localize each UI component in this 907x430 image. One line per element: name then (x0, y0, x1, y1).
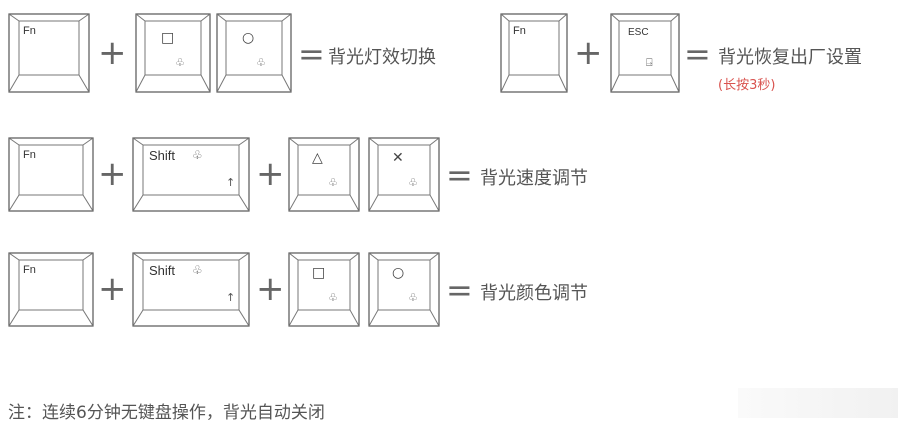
description: 背光速度调节 (480, 168, 588, 189)
key-esc: ESC ⍈ (610, 13, 680, 93)
backlight-icon: ♧ (328, 291, 338, 304)
plus-sign: + (256, 269, 285, 309)
faded-block (738, 388, 898, 418)
key-square: □ ♧ (288, 252, 360, 327)
backlight-icon: ♧ (328, 176, 338, 189)
footnote: 注：连续6分钟无键盘操作，背光自动关闭 (8, 403, 325, 423)
key-fn: Fn (500, 13, 568, 93)
key-circle: ○ ♧ (368, 252, 440, 327)
key-fn: Fn (8, 13, 90, 93)
backlight-icon: ♧ (256, 56, 266, 69)
square-icon: □ (161, 30, 175, 46)
up-arrow-icon: ↑ (226, 291, 236, 304)
key-square: □ ♧ (135, 13, 211, 93)
equals-sign: = (446, 271, 473, 309)
reset-icon: ⍈ (646, 56, 653, 69)
cross-icon: ✕ (392, 150, 404, 166)
key-label: Shift (149, 148, 176, 163)
up-arrow-icon: ↑ (226, 176, 236, 189)
key-label: Shift (149, 263, 176, 278)
key-label: Fn (513, 25, 526, 37)
backlight-icon: ♧ (408, 176, 418, 189)
triangle-icon: △ (312, 150, 323, 166)
description: 背光灯效切换 (328, 47, 436, 68)
plus-sign: + (256, 154, 285, 194)
backlight-icon: ♧ (192, 148, 203, 162)
backlight-icon: ♧ (175, 56, 185, 69)
key-fn: Fn (8, 137, 94, 212)
key-shift: Shift ♧ ↑ (132, 137, 250, 212)
circle-icon: ○ (242, 30, 255, 46)
long-press-note: (长按3秒) (718, 78, 776, 93)
plus-sign: + (98, 269, 127, 309)
key-circle: ○ ♧ (216, 13, 292, 93)
equals-sign: = (446, 156, 473, 194)
key-label: Fn (23, 25, 36, 37)
description: 背光恢复出厂设置 (718, 47, 862, 68)
key-cross: ✕ ♧ (368, 137, 440, 212)
key-fn: Fn (8, 252, 94, 327)
equals-sign: = (684, 35, 711, 73)
equals-sign: = (298, 35, 325, 73)
circle-icon: ○ (392, 265, 405, 281)
square-icon: □ (312, 265, 326, 281)
backlight-icon: ♧ (408, 291, 418, 304)
key-label: ESC (628, 27, 649, 38)
key-label: Fn (23, 149, 36, 161)
key-triangle: △ ♧ (288, 137, 360, 212)
plus-sign: + (98, 154, 127, 194)
plus-sign: + (574, 33, 603, 73)
backlight-icon: ♧ (192, 263, 203, 277)
key-label: Fn (23, 264, 36, 276)
plus-sign: + (98, 33, 127, 73)
description: 背光颜色调节 (480, 283, 588, 304)
key-shift: Shift ♧ ↑ (132, 252, 250, 327)
